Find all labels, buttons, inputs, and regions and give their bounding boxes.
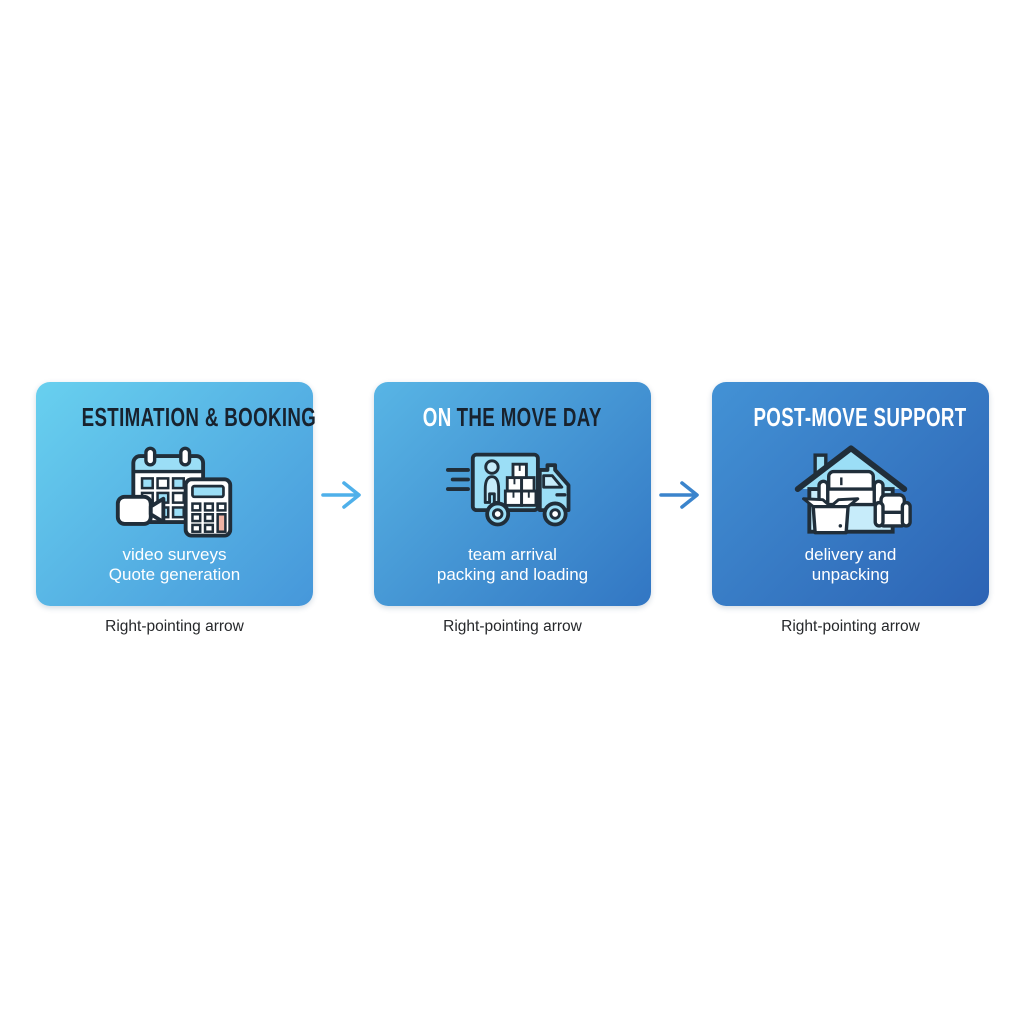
card-subtitle-line: unpacking	[811, 565, 890, 584]
card-icon-wrap	[712, 440, 989, 542]
arrow-caption: Right-pointing arrow	[443, 618, 582, 635]
card-title-text: POST-MOVE SUPPORT	[753, 402, 967, 432]
card-subtitle: video surveys Quote generation	[109, 545, 240, 585]
card-estimation-booking: ESTIMATION & BOOKING	[36, 382, 316, 606]
card-subtitle-line: packing and loading	[436, 565, 589, 584]
card-title: POST-MOVE SUPPORT	[712, 401, 989, 433]
card-title-text: ESTIMATION & BOOKING	[81, 402, 317, 432]
card-subtitle: team arrival packing and loading	[437, 545, 588, 585]
card-title: ESTIMATION & BOOKING	[36, 401, 316, 433]
moving-truck-icon	[445, 452, 570, 527]
right-arrow-icon	[321, 481, 361, 509]
card-subtitle-line: delivery and	[804, 545, 897, 564]
right-arrow-icon	[659, 481, 699, 509]
arrow-caption: Right-pointing arrow	[105, 618, 244, 635]
card-title-highlight: ON	[423, 402, 452, 432]
card-subtitle: delivery and unpacking	[805, 545, 897, 585]
card-subtitle-line: video surveys	[122, 545, 227, 564]
calendar-calculator-video-icon	[115, 446, 232, 538]
card-icon-wrap	[36, 440, 313, 542]
card-subtitle-line: team arrival	[468, 545, 557, 564]
arrow-caption: Right-pointing arrow	[781, 618, 920, 635]
card-title-text: THE MOVE DAY	[456, 402, 602, 432]
card-post-move-support: POST-MOVE SUPPORT	[712, 382, 989, 606]
card-icon-wrap	[374, 440, 651, 542]
card-subtitle-line: Quote generation	[108, 565, 241, 584]
house-furniture-icon	[794, 445, 912, 535]
